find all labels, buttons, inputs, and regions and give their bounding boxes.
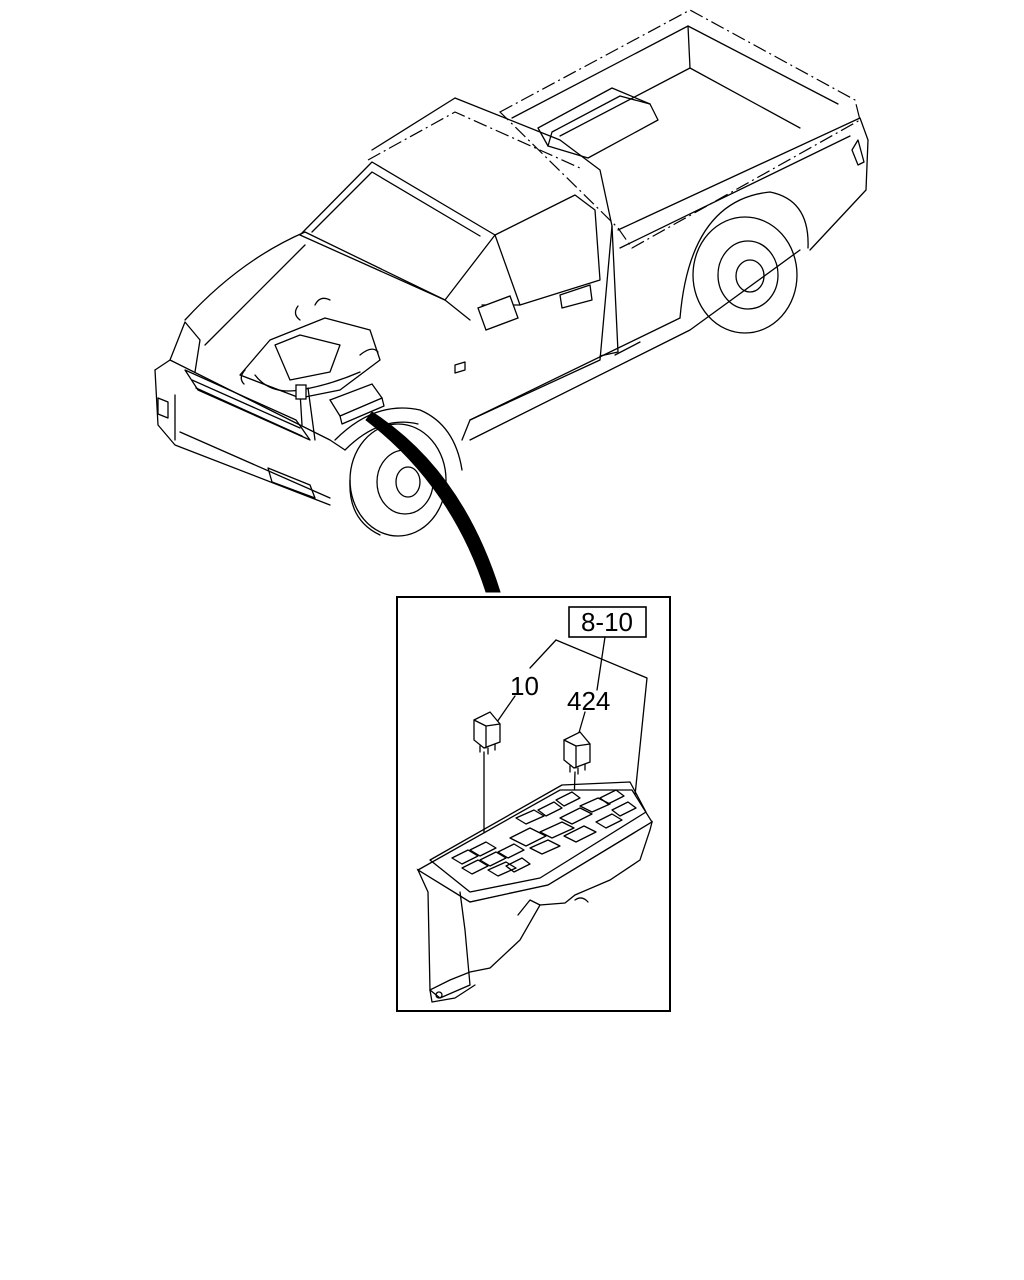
pickup-truck-drawing [154, 9, 869, 537]
group-reference-box [568, 606, 647, 638]
location-leader [365, 411, 501, 593]
group-reference-label: 8-10 [581, 607, 633, 637]
relay-box-body [416, 781, 654, 1003]
part-number-424: 424 [567, 686, 610, 716]
fuse-box-detail-inset: 8-10 10 424 [396, 596, 671, 1012]
relay-part-424 [563, 731, 591, 839]
